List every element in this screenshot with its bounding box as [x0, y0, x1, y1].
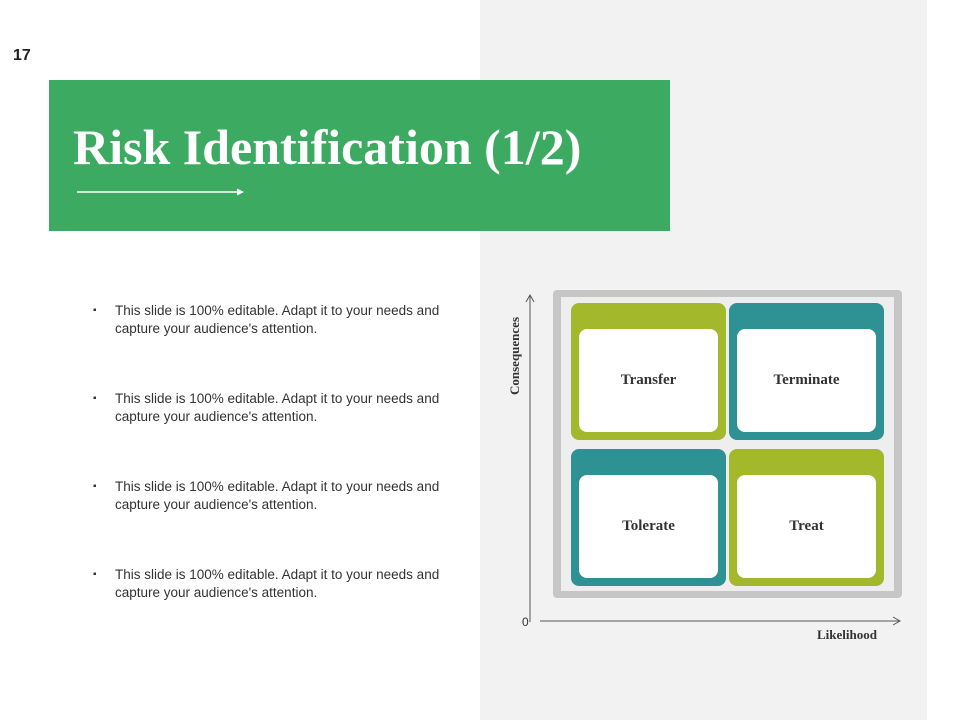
title-arrow-icon	[77, 188, 244, 196]
bullet-marker-icon: ▪	[93, 305, 97, 316]
bullet-marker-icon: ▪	[93, 569, 97, 580]
bullet-text: This slide is 100% editable. Adapt it to…	[115, 567, 440, 600]
quadrant-tolerate: Tolerate	[571, 449, 726, 586]
bullet-text: This slide is 100% editable. Adapt it to…	[115, 391, 440, 424]
origin-label: 0	[522, 615, 529, 629]
bullet-text: This slide is 100% editable. Adapt it to…	[115, 479, 440, 512]
title-banner: Risk Identification (1/2)	[49, 80, 670, 231]
quadrant-label: Terminate	[737, 329, 876, 432]
matrix-axes	[525, 293, 902, 626]
slide-number: 17	[13, 47, 31, 64]
x-axis-arrow-icon	[892, 616, 902, 626]
quadrant-treat: Treat	[729, 449, 884, 586]
quadrant-transfer: Transfer	[571, 303, 726, 440]
bullet-marker-icon: ▪	[93, 393, 97, 404]
y-axis-arrow-icon	[525, 293, 535, 303]
quadrant-label: Treat	[737, 475, 876, 578]
y-axis-label: Consequences	[507, 316, 522, 396]
slide-title: Risk Identification (1/2)	[73, 119, 582, 175]
x-axis-label: Likelihood	[817, 627, 877, 642]
bullet-text: This slide is 100% editable. Adapt it to…	[115, 303, 440, 336]
quadrant-label: Tolerate	[579, 475, 718, 578]
quadrant-terminate: Terminate	[729, 303, 884, 440]
bullet-marker-icon: ▪	[93, 481, 97, 492]
quadrant-label: Transfer	[579, 329, 718, 432]
